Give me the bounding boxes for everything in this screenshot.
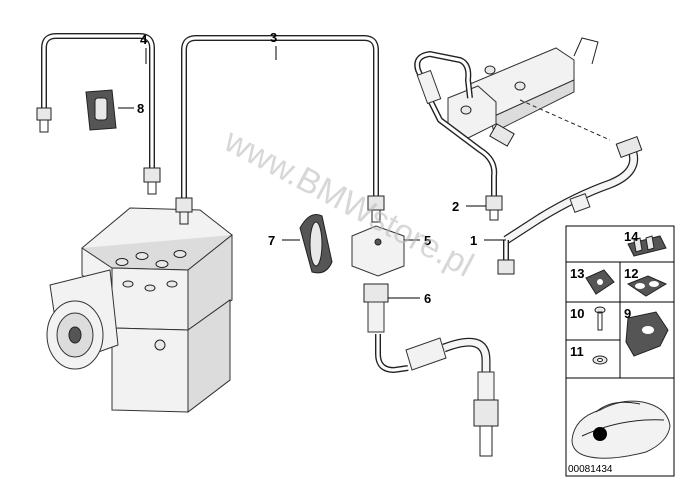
callout-8: 8 bbox=[137, 101, 144, 116]
washer-11 bbox=[592, 355, 608, 365]
callout-5: 5 bbox=[424, 233, 431, 248]
abs-hydraulic-unit bbox=[46, 207, 233, 414]
callout-10: 10 bbox=[570, 306, 584, 321]
grommet-8 bbox=[85, 89, 117, 131]
callout-2: 2 bbox=[452, 199, 459, 214]
callout-6: 6 bbox=[424, 291, 431, 306]
callout-11: 11 bbox=[570, 344, 584, 359]
screw-10 bbox=[594, 306, 606, 331]
clip-14 bbox=[627, 235, 667, 257]
small-parts-grid bbox=[565, 225, 675, 477]
brake-pipe-2 bbox=[414, 50, 515, 221]
callout-3: 3 bbox=[270, 30, 277, 45]
master-cylinder bbox=[447, 37, 611, 141]
callout-13: 13 bbox=[570, 266, 584, 281]
brake-hose-1 bbox=[497, 136, 643, 275]
diagram-part-number: 00081434 bbox=[568, 464, 613, 475]
watermark-text: www.BMWstore.pl bbox=[217, 121, 479, 285]
car-location-thumbnail bbox=[571, 400, 671, 459]
callout-9: 9 bbox=[624, 306, 631, 321]
clip-13 bbox=[585, 269, 615, 295]
grommet-7 bbox=[299, 214, 333, 274]
callout-12: 12 bbox=[624, 266, 638, 281]
callout-4: 4 bbox=[140, 32, 148, 47]
callout-14: 14 bbox=[624, 229, 639, 244]
holder-9 bbox=[625, 311, 669, 357]
brake-hose-6 bbox=[363, 283, 499, 457]
brake-pipe-4 bbox=[36, 33, 161, 195]
callout-7: 7 bbox=[268, 233, 275, 248]
callout-1: 1 bbox=[470, 233, 477, 248]
brake-pipe-3 bbox=[175, 35, 385, 225]
clip-12 bbox=[626, 275, 668, 297]
bracket-5 bbox=[351, 225, 405, 277]
